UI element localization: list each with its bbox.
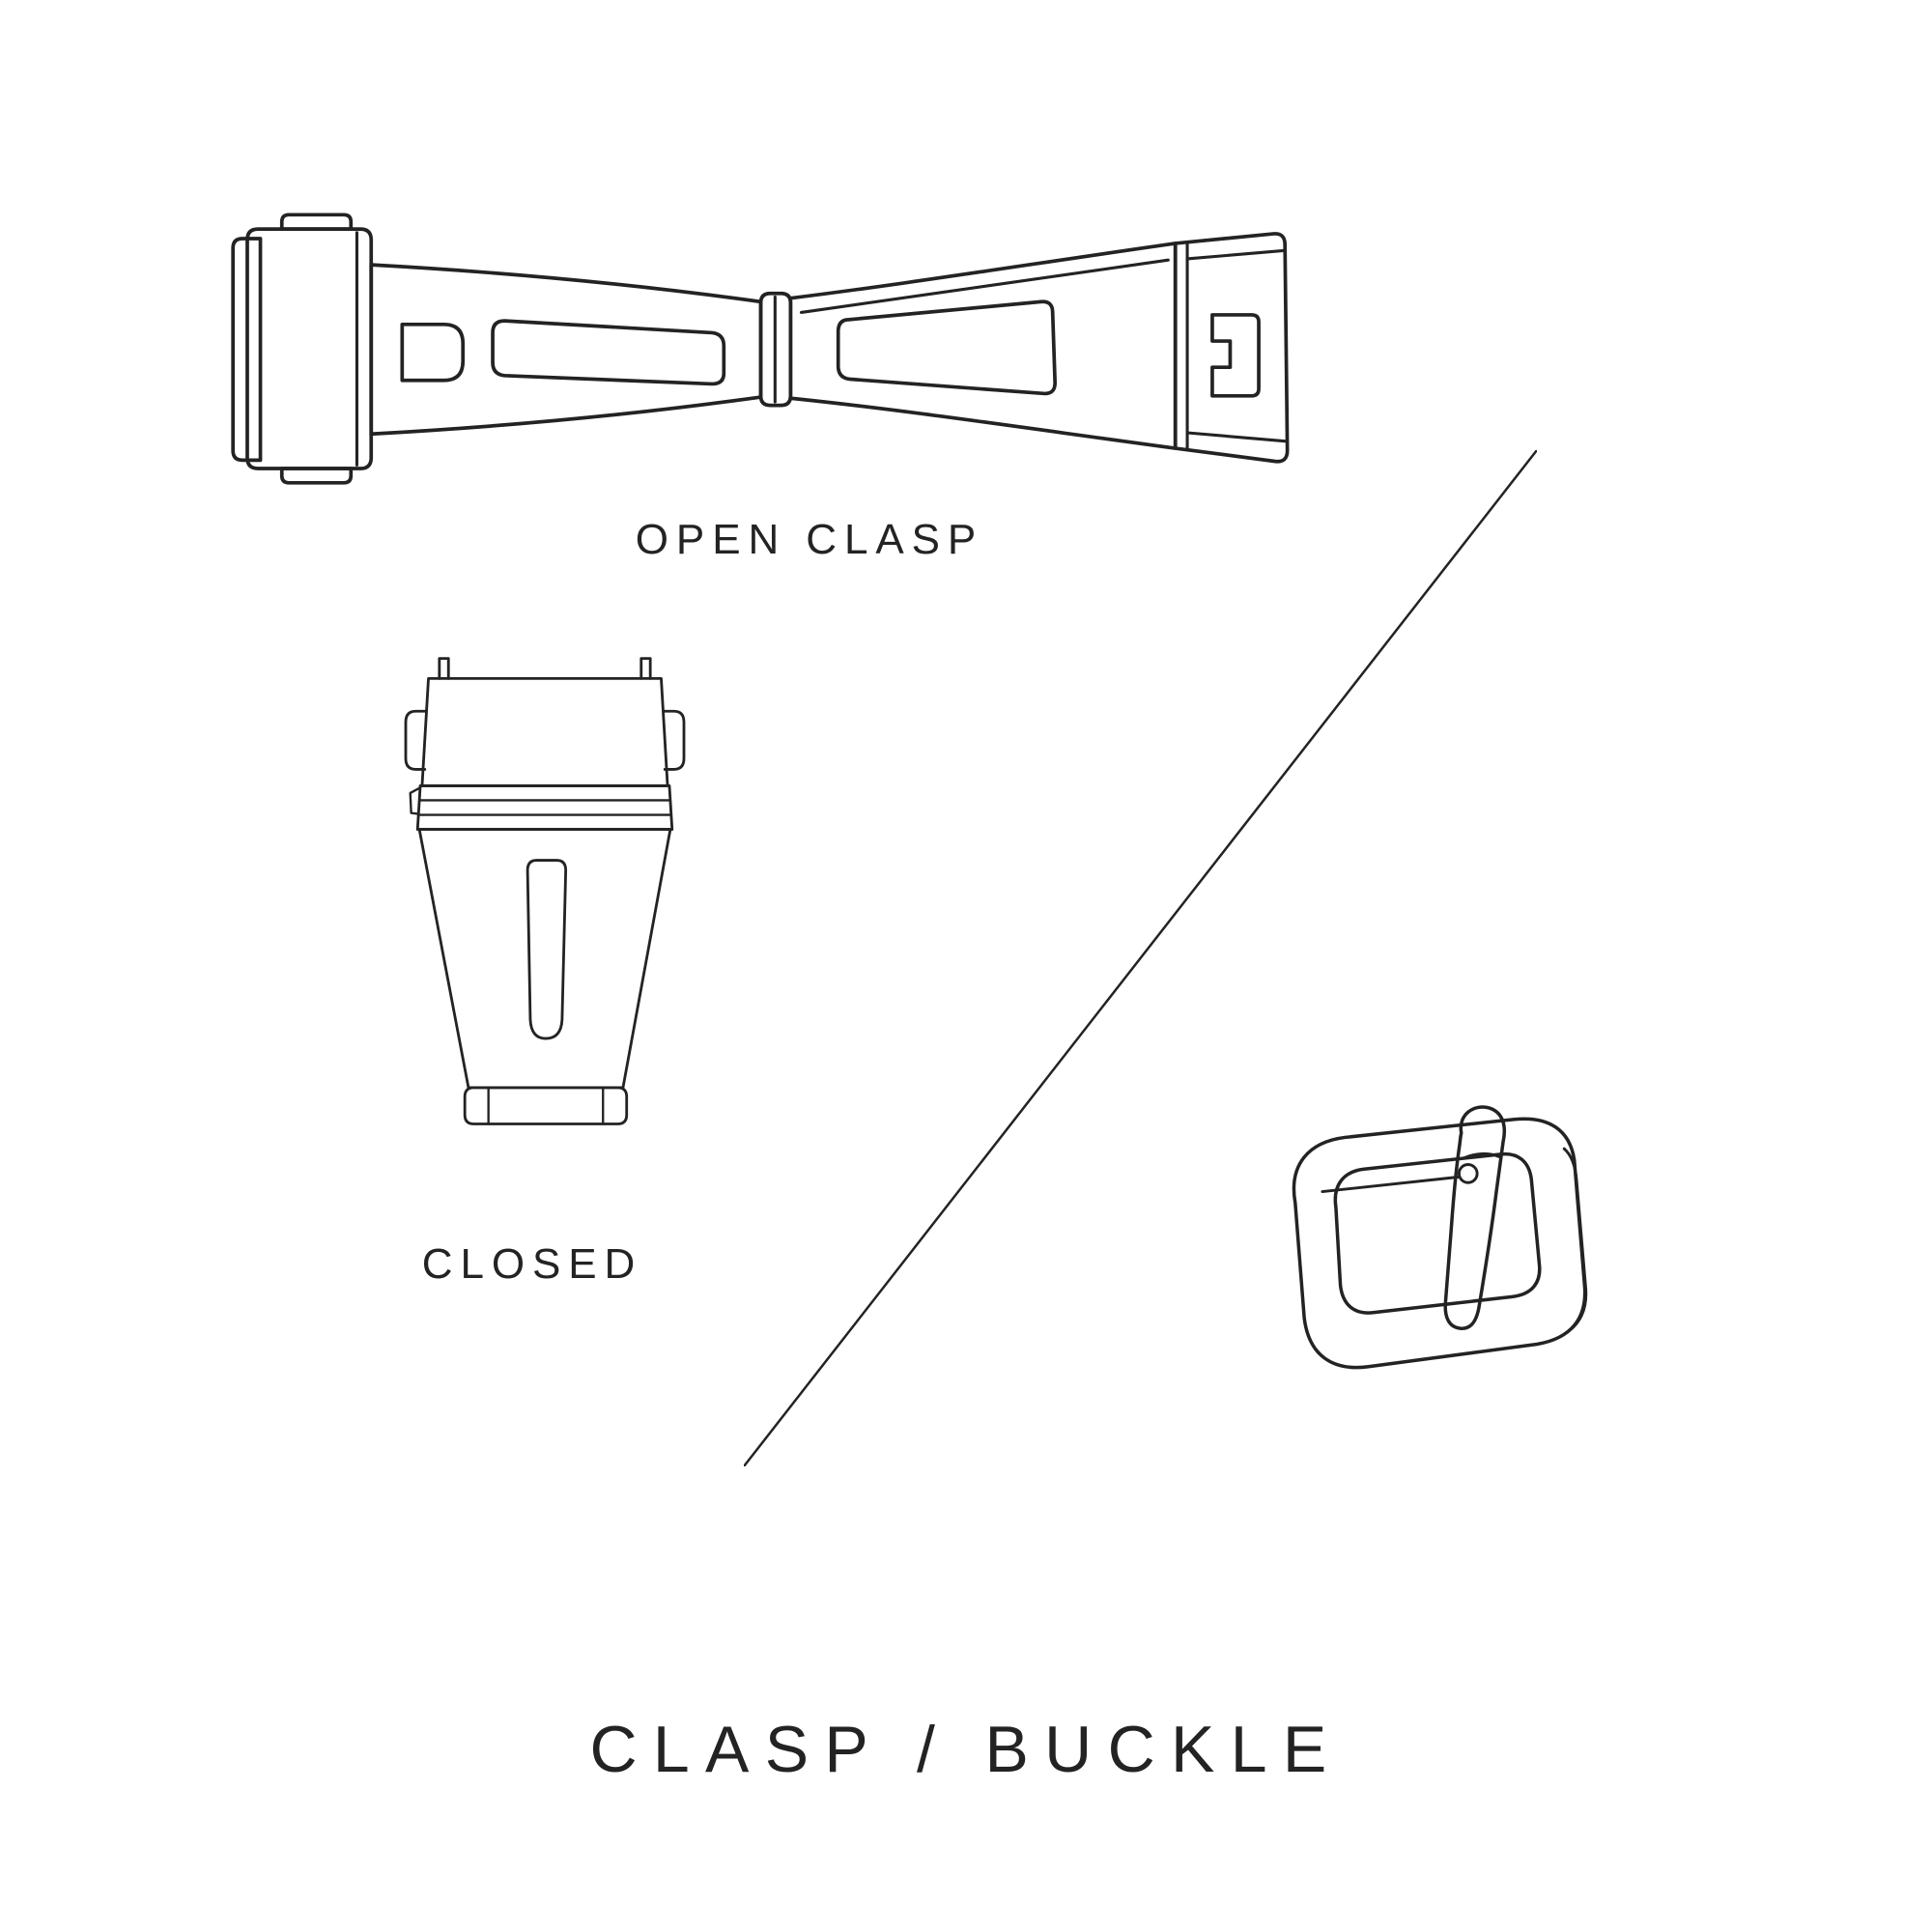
buckle-illustration xyxy=(1243,1094,1616,1411)
closed-clasp-drawing xyxy=(404,657,686,1125)
closed-clasp-label: CLOSED xyxy=(421,1240,643,1288)
closed-clasp-illustration xyxy=(390,653,699,1180)
divider-line xyxy=(744,450,1537,1466)
open-clasp-illustration xyxy=(227,203,1299,495)
buckle-drawing xyxy=(1292,1105,1588,1370)
open-clasp-drawing xyxy=(231,213,1290,485)
open-clasp-label: OPEN CLASP xyxy=(635,516,984,563)
divider-line-drawing xyxy=(744,450,1537,1466)
page-title: CLASP / BUCKLE xyxy=(589,1713,1343,1786)
